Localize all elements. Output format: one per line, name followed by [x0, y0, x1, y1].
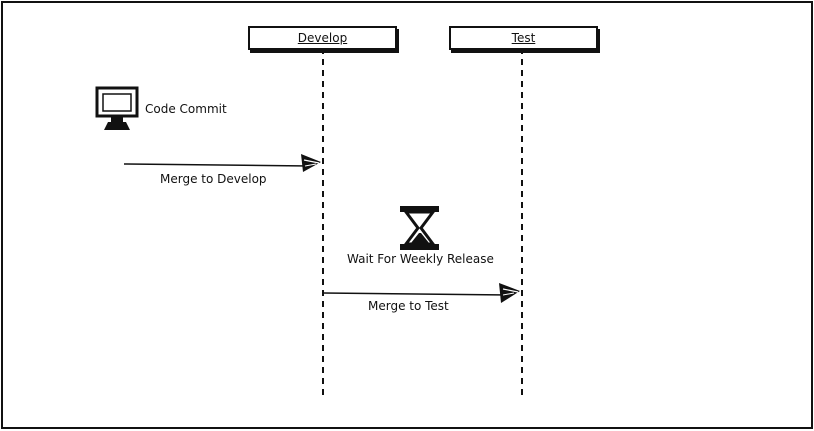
wait-label: Wait For Weekly Release: [347, 252, 494, 266]
merge-to-test-arrow: [322, 283, 520, 303]
lifeline-develop-label: Develop: [297, 31, 348, 45]
merge-to-test-label: Merge to Test: [368, 299, 449, 313]
lifeline-develop: Develop: [248, 26, 397, 50]
merge-to-develop-label: Merge to Develop: [160, 172, 267, 186]
computer-monitor-icon: [95, 86, 139, 130]
lifeline-test: Test: [449, 26, 598, 50]
hourglass-icon: [400, 206, 439, 250]
merge-to-develop-arrow: [123, 154, 321, 172]
code-commit-label: Code Commit: [145, 102, 227, 116]
lifeline-test-label: Test: [511, 31, 536, 45]
